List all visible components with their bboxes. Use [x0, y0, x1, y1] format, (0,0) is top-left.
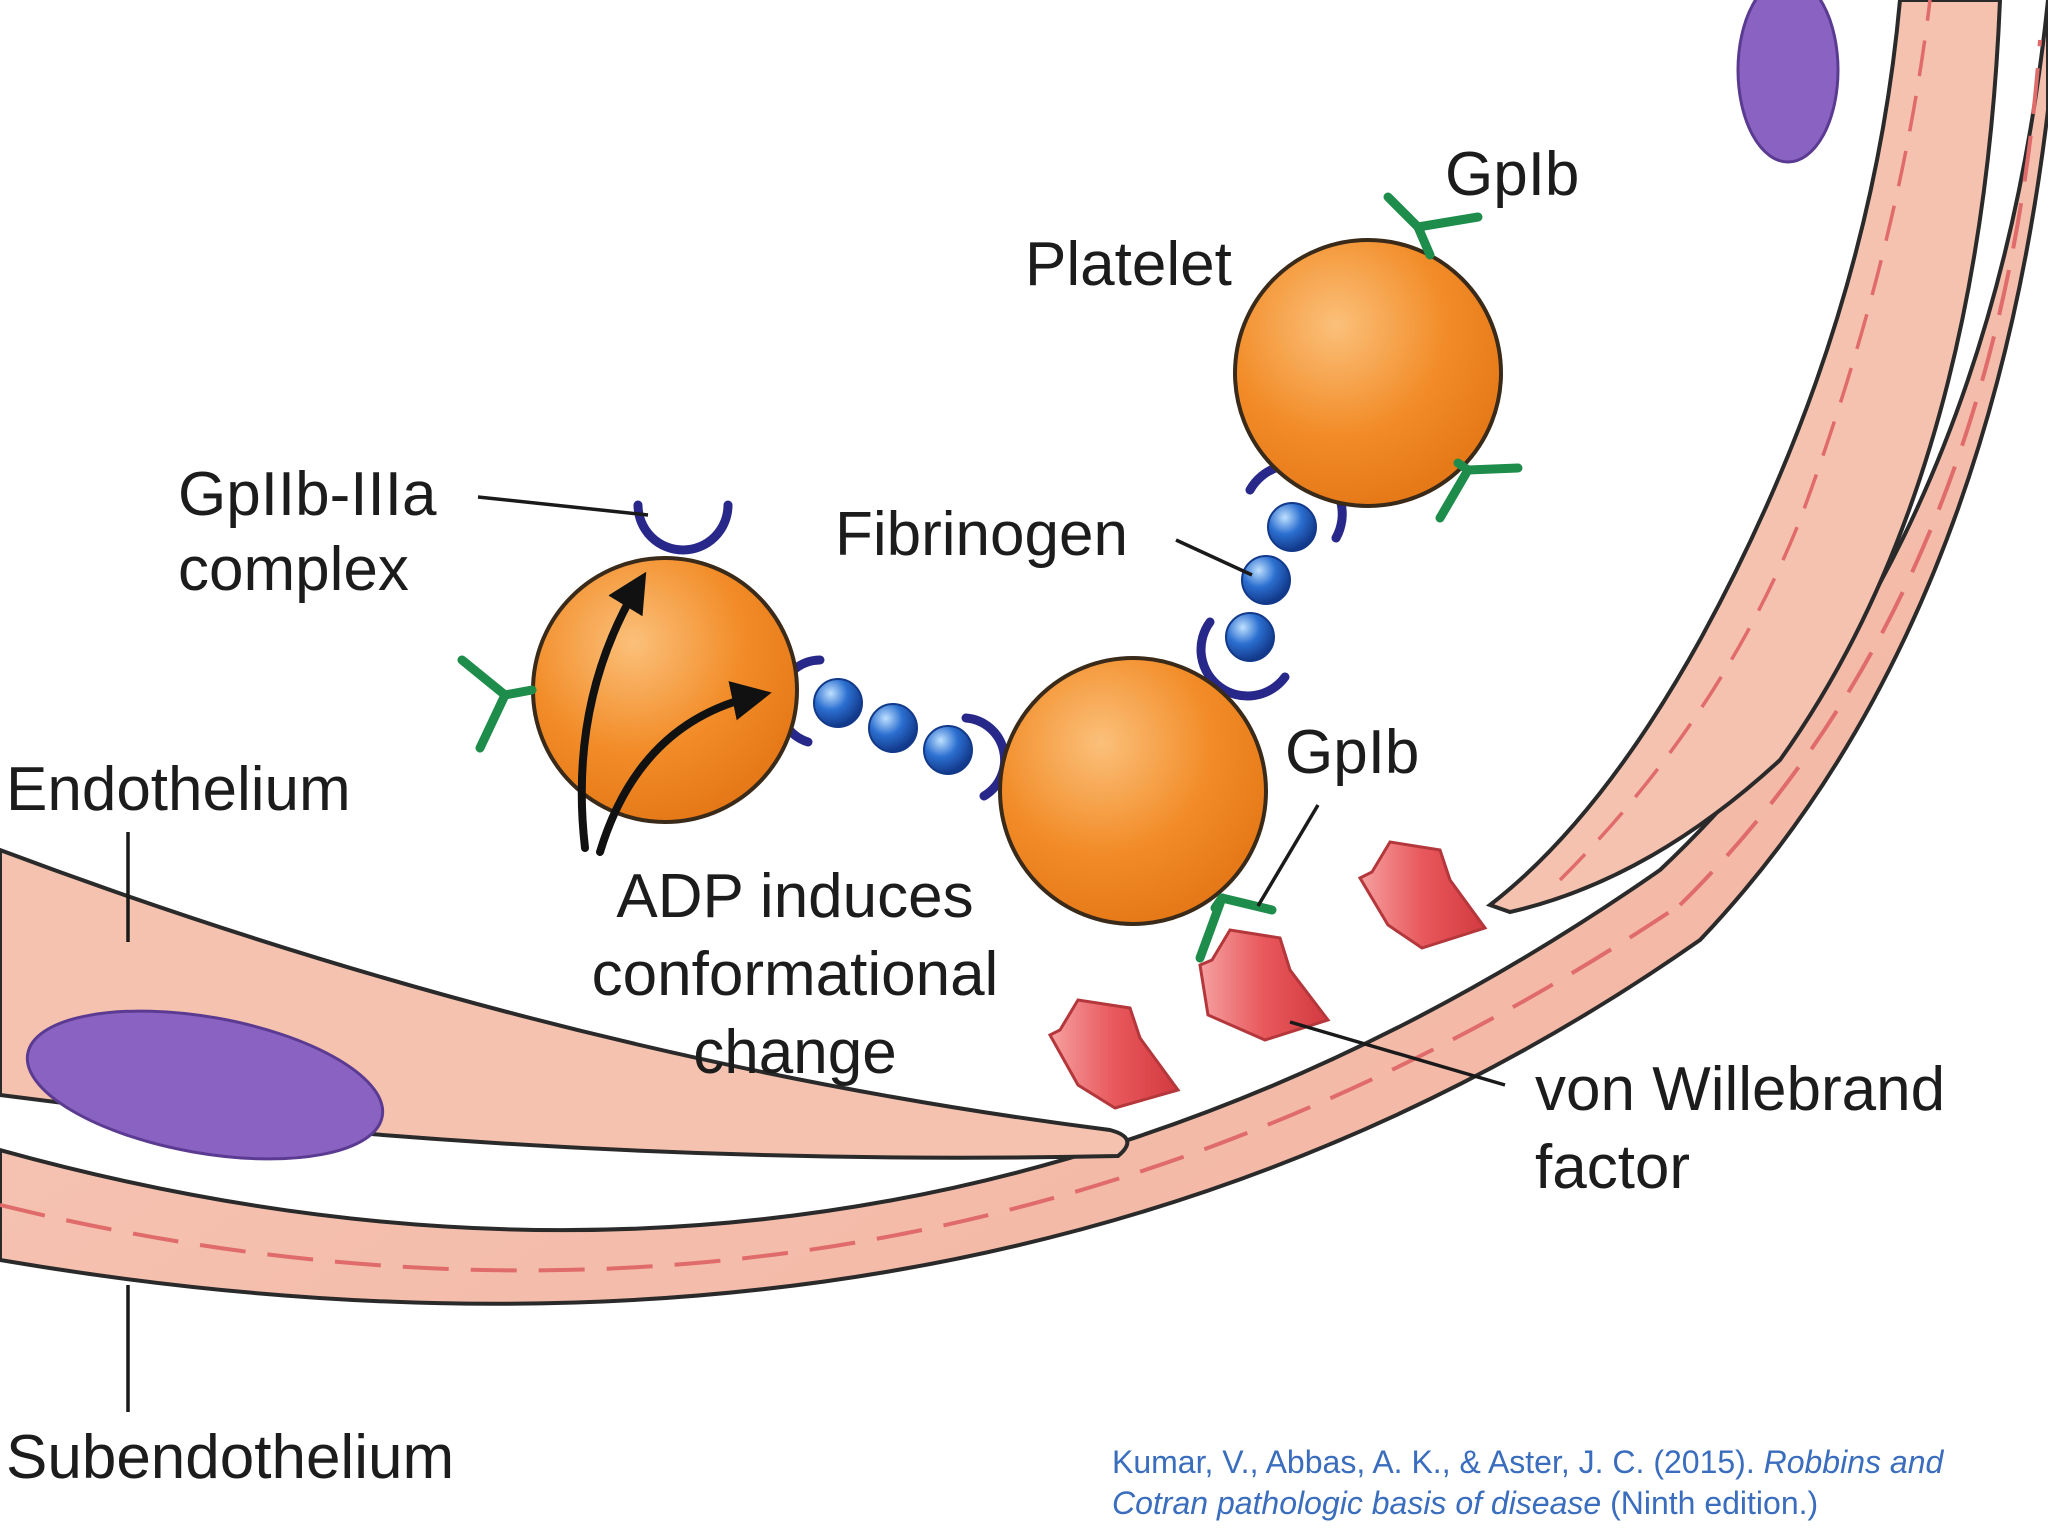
fibrinogen-chain-horizontal	[813, 678, 973, 775]
label-endothelium: Endothelium	[6, 755, 351, 824]
label-platelet: Platelet	[1025, 230, 1232, 299]
gpib-receptors	[457, 192, 1523, 963]
fibrinogen-bead	[1267, 502, 1317, 552]
label-gpiib-iiia-line1: GpIIb-IIIa	[178, 460, 437, 529]
label-vwf-line1: von Willebrand	[1535, 1055, 1945, 1124]
leader-lines	[126, 495, 1506, 1412]
vwf-arrow-2	[1198, 928, 1331, 1042]
subendothelium-layer	[0, 0, 2048, 1306]
vwf-arrow-1	[1047, 998, 1181, 1110]
gpiib-receptor	[1196, 617, 1290, 701]
label-gpib-top: GpIb	[1445, 140, 1579, 209]
platelets	[531, 238, 1503, 926]
adp-arrow-right	[596, 681, 772, 856]
fibrinogen-bead	[813, 678, 863, 728]
label-adp-line1: ADP induces	[616, 862, 973, 931]
adp-arrow-up	[577, 571, 647, 852]
gpiib-receptor	[961, 713, 1010, 801]
fibrinogen-bead	[868, 703, 918, 753]
fibrinogen-chain-vertical	[1225, 502, 1317, 662]
vwf-arrow-3	[1357, 840, 1488, 950]
adp-arrows	[577, 571, 772, 856]
label-fibrinogen: Fibrinogen	[835, 500, 1128, 569]
citation-authors: Kumar, V., Abbas, A. K., & Aster, J. C. …	[1112, 1444, 1764, 1480]
label-gpib-mid: GpIb	[1285, 718, 1419, 787]
nucleus-left	[25, 1009, 385, 1161]
label-vwf-line2: factor	[1535, 1133, 1690, 1202]
citation-title: Robbins and Cotran pathologic basis of d…	[1112, 1444, 1944, 1521]
von-willebrand-factor	[1047, 840, 1488, 1110]
fibrinogen-bead	[1241, 555, 1291, 605]
nucleus-right	[1736, 0, 1840, 164]
label-gpiib-iiia-line2: complex	[178, 535, 409, 604]
citation-edition: (Ninth edition.)	[1601, 1485, 1819, 1521]
gpib-receptor-top-right	[1435, 458, 1523, 523]
gpib-receptor-bottom	[1195, 893, 1277, 963]
fibrinogen-bead	[1225, 612, 1275, 662]
fibrinogen-bead	[923, 725, 973, 775]
label-adp-line2: conformational	[592, 940, 999, 1009]
gpib-receptor-top	[1383, 192, 1483, 260]
platelet-top	[1233, 238, 1503, 508]
platelet-bound	[998, 656, 1268, 926]
label-adp-line3: change	[693, 1018, 896, 1087]
gpiib-receptor	[633, 500, 733, 555]
platelet-activated	[531, 556, 799, 824]
gpib-receptor-left	[457, 655, 537, 753]
labels: GpIb Platelet GpIIb-IIIa complex Fibrino…	[6, 140, 1945, 1492]
citation: Kumar, V., Abbas, A. K., & Aster, J. C. …	[1112, 1442, 2032, 1524]
endothelial-cell-left	[0, 847, 1130, 1161]
endothelial-cell-right	[1485, 0, 2003, 915]
label-subendothelium: Subendothelium	[6, 1423, 454, 1492]
